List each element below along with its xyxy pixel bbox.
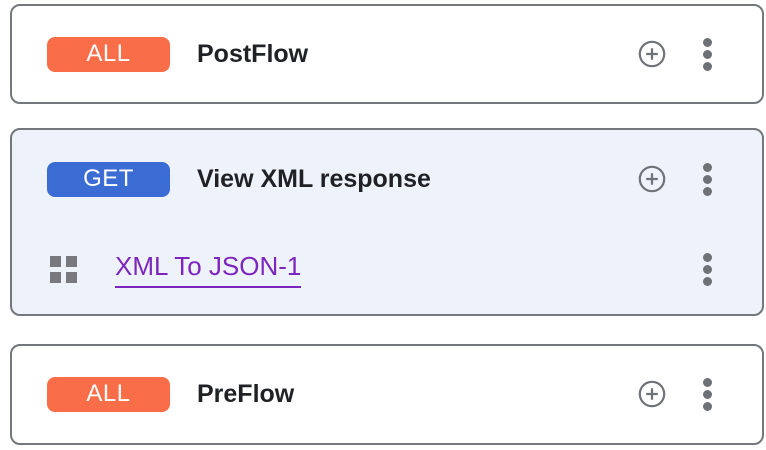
kebab-menu-icon [702, 36, 713, 73]
more-options-button[interactable] [702, 251, 713, 288]
flow-header-row: GET View XML response [12, 130, 762, 228]
flow-card-preflow[interactable]: ALL PreFlow [10, 344, 764, 445]
plus-circle-icon [638, 40, 666, 68]
drag-handle-icon[interactable] [50, 255, 77, 283]
more-options-button[interactable] [702, 36, 713, 73]
flow-title: View XML response [197, 164, 431, 193]
add-policy-button[interactable] [638, 380, 666, 408]
flow-header-row: ALL PreFlow [12, 346, 762, 442]
flow-card-view-xml-response[interactable]: GET View XML response [10, 128, 764, 316]
plus-circle-icon [638, 380, 666, 408]
method-badge: ALL [47, 376, 170, 412]
kebab-menu-icon [702, 251, 713, 288]
flow-title: PostFlow [197, 39, 309, 68]
add-policy-button[interactable] [638, 165, 666, 193]
kebab-menu-icon [702, 376, 713, 413]
flow-header-row: ALL PostFlow [12, 6, 762, 102]
policy-link[interactable]: XML To JSON-1 [115, 251, 302, 288]
policy-row: XML To JSON-1 [12, 228, 762, 310]
kebab-menu-icon [702, 161, 713, 198]
flow-title: PreFlow [197, 379, 295, 408]
more-options-button[interactable] [702, 161, 713, 198]
more-options-button[interactable] [702, 376, 713, 413]
plus-circle-icon [638, 165, 666, 193]
add-policy-button[interactable] [638, 40, 666, 68]
flow-card-postflow[interactable]: ALL PostFlow [10, 4, 764, 104]
method-badge: ALL [47, 36, 170, 72]
method-badge: GET [47, 161, 170, 197]
